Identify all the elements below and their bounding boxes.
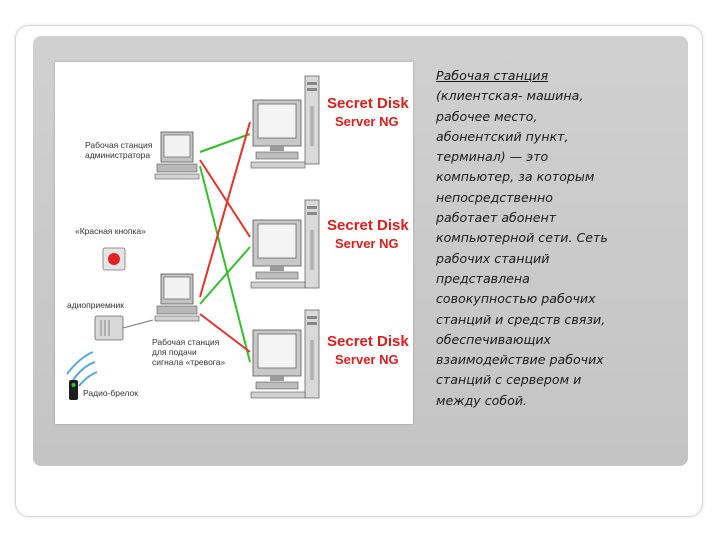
server-3-model: Server NG	[335, 352, 399, 367]
slide-body-line: работает абонент	[436, 210, 557, 226]
server-1-label: Secret Disk Server NG	[327, 96, 409, 128]
server-1-graphic	[250, 75, 320, 169]
red-link	[199, 313, 251, 353]
admin-workstation-graphic	[154, 131, 200, 180]
link-lines	[199, 121, 251, 363]
slide-body-line: рабочее место,	[436, 108, 538, 124]
red-link	[199, 159, 251, 238]
network-diagram: Secret Disk Server NG Secret Disk Server…	[55, 62, 413, 424]
slide-body-line: совокупностью рабочих	[436, 291, 596, 307]
slide-body-line: представлена	[436, 270, 530, 286]
radio-receiver-label: адиоприемник	[67, 300, 124, 310]
red-button-label: «Красная кнопка»	[75, 226, 146, 236]
server-3-graphic	[250, 309, 320, 399]
server-2-name: Secret Disk	[327, 217, 409, 234]
server-1-name: Secret Disk	[327, 95, 409, 112]
admin-station-label: Рабочая станция администратора	[85, 140, 153, 160]
server-2-label: Secret Disk Server NG	[327, 218, 409, 250]
red-button-graphic	[102, 247, 126, 271]
slide-body-line: между собой.	[436, 392, 528, 408]
slide-text: Рабочая станция (клиентская- машина, рабо…	[436, 66, 676, 411]
alarm-station-label: Рабочая станция для подачи сигнала «трев…	[152, 337, 226, 367]
slide-body-line: рабочих станций	[436, 250, 550, 266]
green-link	[199, 165, 251, 363]
slide-title: Рабочая станция	[436, 68, 549, 83]
slide-body-line: компьютер, за которым	[436, 169, 595, 185]
radio-fob-graphic	[69, 380, 78, 400]
slide-body-line: абонентский пункт,	[436, 128, 569, 144]
slide-body-line: терминал) — это	[436, 149, 549, 165]
red-link	[199, 121, 251, 298]
green-link	[199, 133, 251, 153]
radio-waves-icon	[66, 351, 98, 387]
slide-body-line: взаимодействие рабочих	[436, 352, 604, 368]
server-2-model: Server NG	[335, 236, 399, 251]
green-link	[199, 246, 251, 305]
slide-body-line: станций с сервером и	[436, 372, 582, 388]
slide-body-line: непосредственно	[436, 189, 553, 205]
slide-body-line: компьютерной сети. Сеть	[436, 230, 608, 246]
server-1-model: Server NG	[335, 114, 399, 129]
radio-receiver-graphic	[94, 315, 154, 341]
server-2-graphic	[250, 199, 320, 289]
radio-fob-label: Радио-брелок	[83, 388, 138, 398]
slide-body-line: станций и средств связи,	[436, 311, 606, 327]
slide-body-line: обеспечивающих	[436, 331, 551, 347]
slide-body: (клиентская- машина, рабочее место, абонен…	[436, 86, 676, 411]
slide-body-line: (клиентская- машина,	[436, 88, 584, 104]
server-3-name: Secret Disk	[327, 333, 409, 350]
server-3-label: Secret Disk Server NG	[327, 334, 409, 366]
alarm-workstation-graphic	[154, 273, 200, 322]
diagram-graphics	[66, 75, 320, 400]
